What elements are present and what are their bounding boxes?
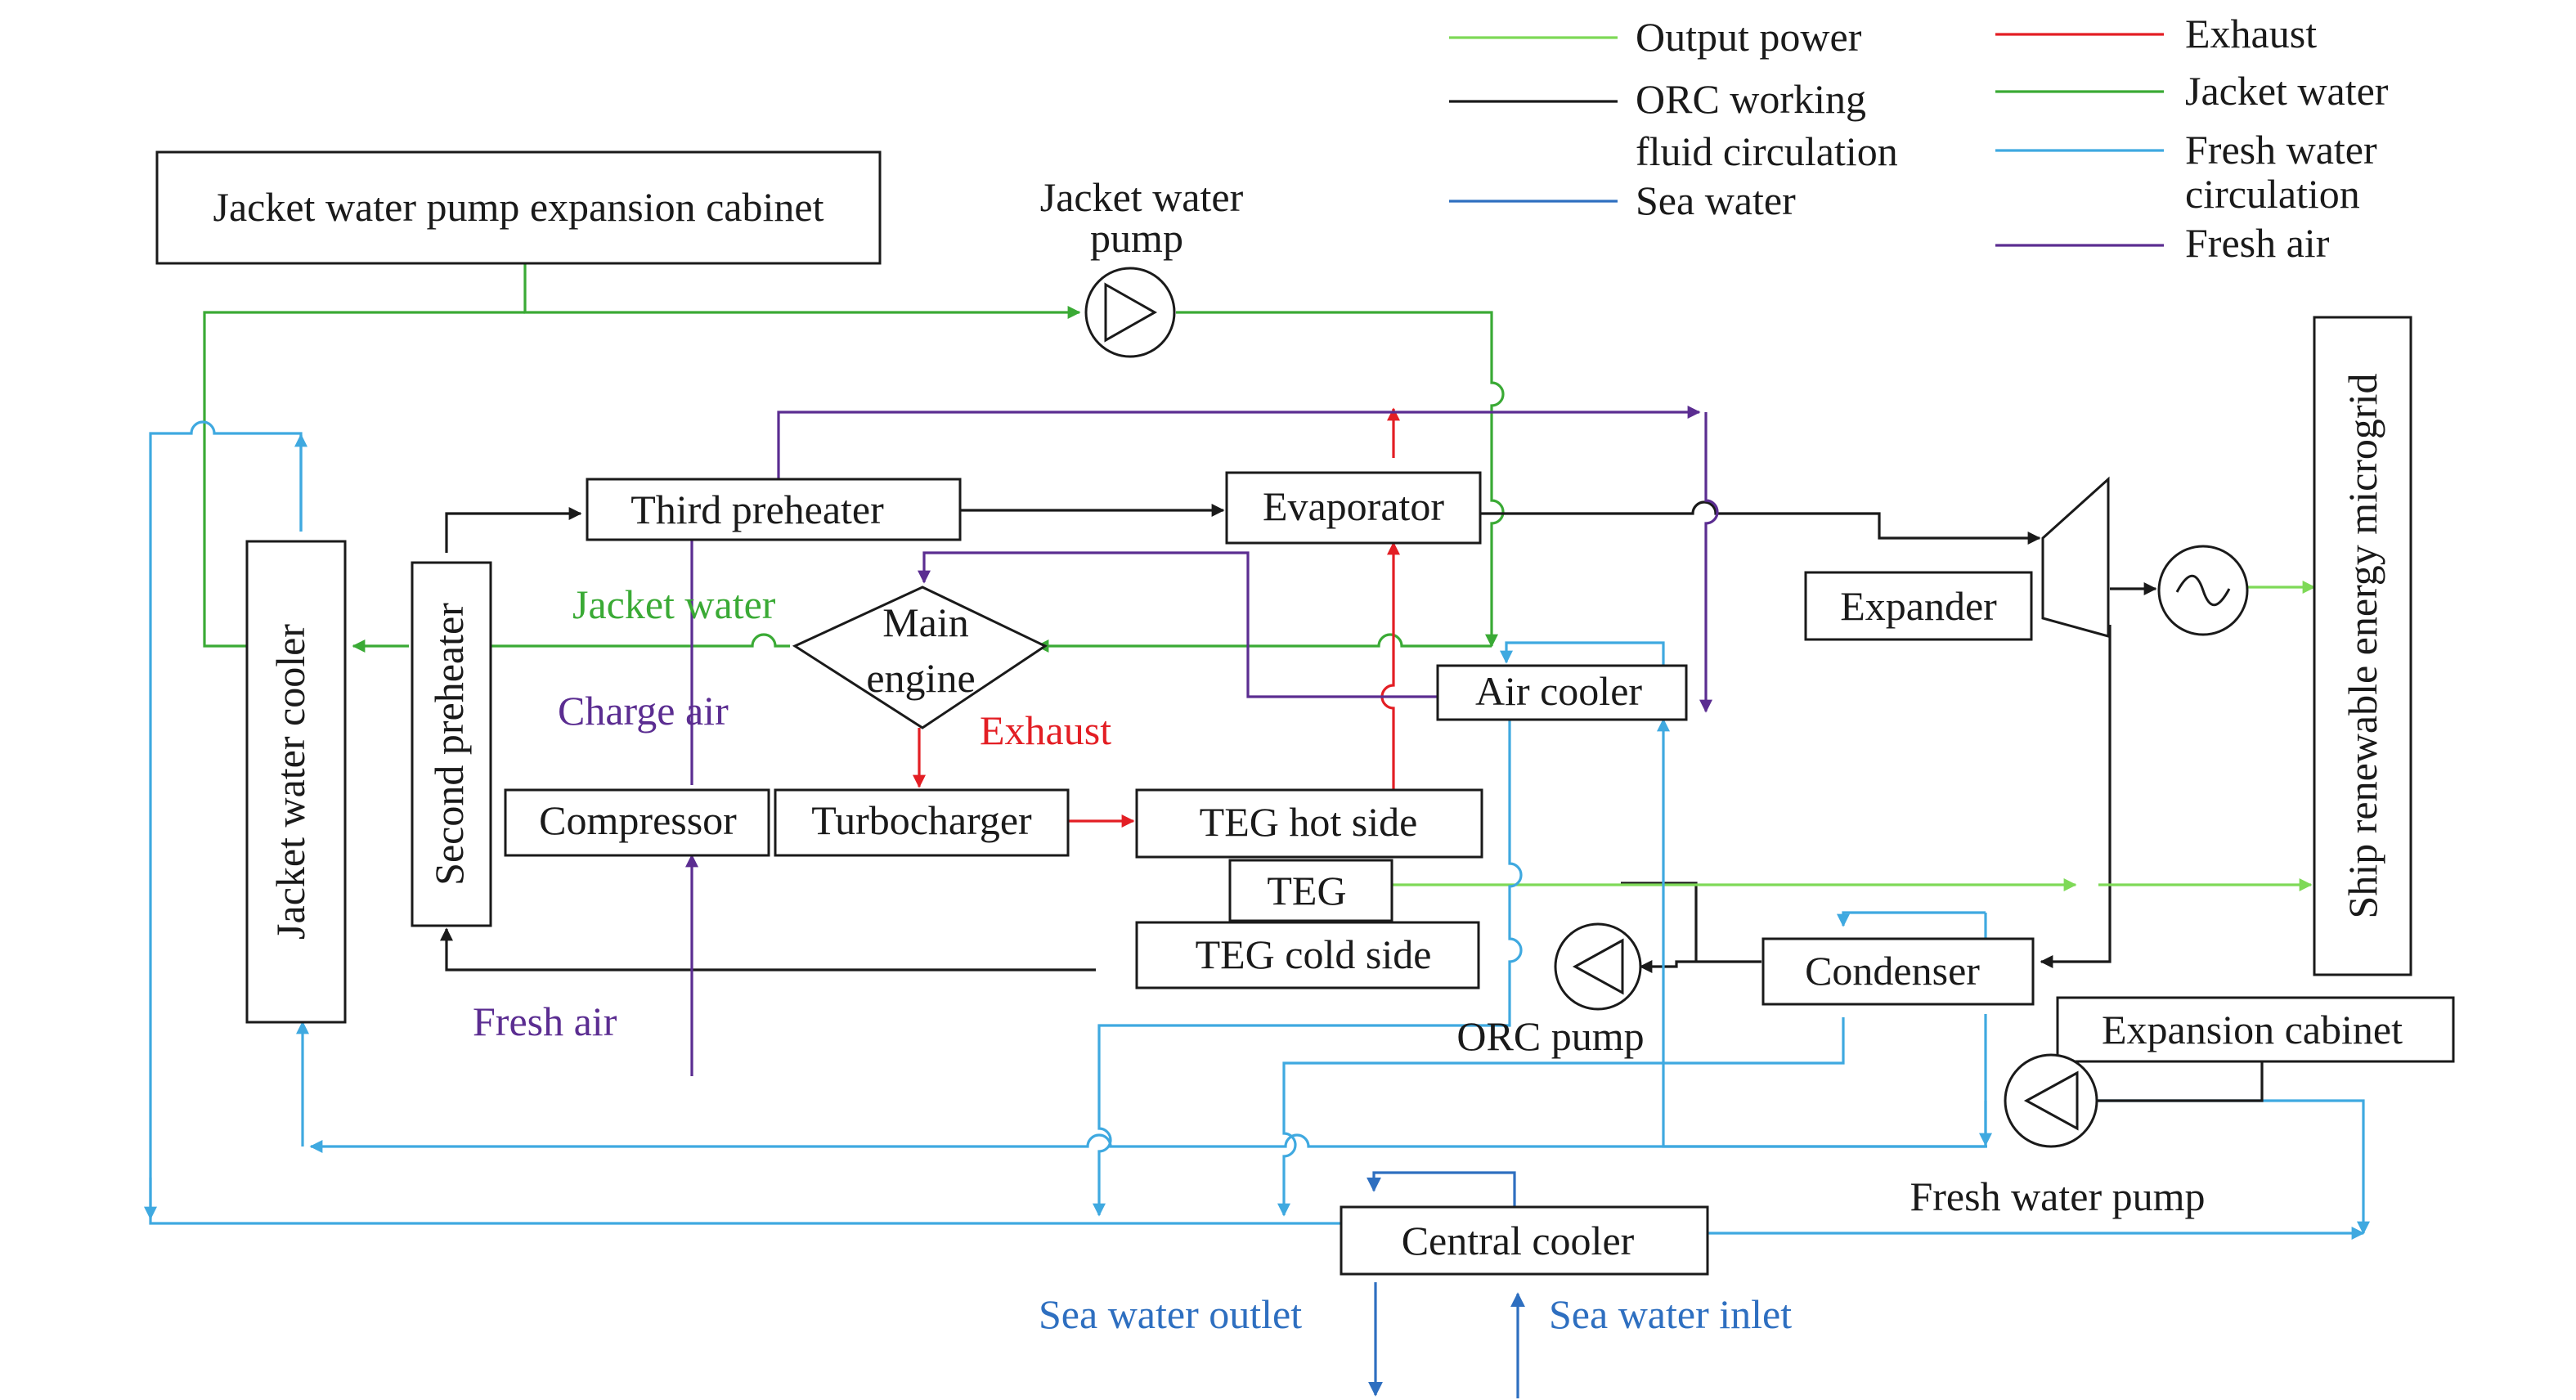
jacket-water-pipes: [203, 263, 1505, 653]
orc-pump-to-second-preheater: [440, 927, 1096, 971]
legend-orc-line1: ORC working: [1636, 76, 1866, 122]
legend-fresh-water-line1: Fresh water: [2185, 127, 2377, 173]
label-fresh-air: Fresh air: [473, 998, 617, 1044]
jw-pump-cabinet: Jacket water pump expansion cabinet: [155, 150, 882, 265]
label-charge-air: Charge air: [558, 688, 729, 734]
sea-water-pipes: [1367, 1171, 1525, 1398]
fw-return-to-jw-cooler: [309, 1133, 1986, 1153]
second-preheater-label: Second preheater: [426, 603, 472, 886]
central-cooler-label: Central cooler: [1402, 1218, 1635, 1263]
orc-evaporator-to-expander: [1480, 500, 2041, 545]
compressor-label: Compressor: [539, 797, 737, 843]
air-cooler-to-main-engine: [918, 551, 1438, 698]
orc-expander-to-condenser: [2040, 625, 2112, 968]
legend-orc-line2: fluid circulation: [1636, 128, 1898, 174]
legend-output-power: Output power: [1636, 14, 1862, 60]
orc-second-to-third-preheater: [445, 507, 582, 553]
teg-cold-side-label: TEG cold side: [1196, 931, 1432, 977]
condenser-label: Condenser: [1805, 948, 1980, 994]
evaporator: Evaporator: [1225, 471, 1482, 545]
orc-pump: ORC pump: [1456, 922, 1645, 1059]
air-down-to-air-cooler: [1699, 412, 1719, 713]
legend-fresh-water-line2: circulation: [2185, 171, 2360, 217]
central-cooler: Central cooler: [1340, 1205, 1709, 1276]
main-engine: Main engine: [792, 586, 1048, 729]
condenser: Condenser: [1761, 937, 2035, 1006]
third-preheater: Third preheater: [586, 478, 962, 541]
pump-icon: [1572, 938, 1624, 995]
jw-engine-to-second-preheater: [451, 633, 790, 653]
jw-pump: Jacket water pump: [1040, 174, 1244, 358]
orc-pump-label: ORC pump: [1456, 1013, 1644, 1059]
label-exhaust: Exhaust: [980, 707, 1111, 753]
teg-hot-side: TEG hot side: [1135, 788, 1483, 859]
expander: Expander: [1804, 476, 2110, 641]
turbocharger: Turbocharger: [774, 788, 1070, 857]
air-cooler: Air cooler: [1436, 664, 1688, 721]
teg-cold-side: TEG cold side: [1135, 921, 1480, 989]
pump-icon: [2023, 1070, 2079, 1131]
air-pipes: [685, 406, 1719, 1076]
jacket-water-cooler: Jacket water cooler: [245, 540, 347, 1024]
jw-pump-label-1: Jacket water: [1040, 174, 1244, 220]
air-cooler-label: Air cooler: [1475, 668, 1642, 714]
orc-condenser-to-pump: [1639, 960, 1761, 973]
jw-pump-label-2: pump: [1090, 215, 1183, 261]
fresh-water-pump-label: Fresh water pump: [1910, 1173, 2205, 1219]
legend-fresh-air: Fresh air: [2185, 220, 2330, 266]
pump-icon: [1104, 282, 1158, 343]
jw-to-main-engine: [1035, 633, 1492, 653]
exhaust-pipes: [913, 407, 1400, 828]
legend-jacket-water: Jacket water: [2185, 68, 2389, 114]
legend-sea-water: Sea water: [1636, 177, 1796, 223]
jw-cooler-label: Jacket water cooler: [267, 624, 313, 940]
sea-water-loop: [1367, 1171, 1516, 1207]
expansion-cabinet: Expansion cabinet: [2056, 996, 2455, 1102]
fw-pump-to-air-cooler: [1657, 718, 1987, 1148]
teg-hot-side-label: TEG hot side: [1200, 799, 1418, 845]
air-third-preheater-top: [777, 406, 1701, 491]
jw-pump-cabinet-label: Jacket water pump expansion cabinet: [213, 184, 824, 230]
expansion-cabinet-label: Expansion cabinet: [2102, 1007, 2403, 1052]
generator: [2157, 545, 2249, 636]
power-pipes: [1390, 581, 2316, 891]
label-sea-water-inlet: Sea water inlet: [1549, 1291, 1792, 1337]
legend: Output power ORC working fluid circulati…: [1449, 11, 2389, 266]
third-preheater-label: Third preheater: [631, 487, 884, 532]
jw-cabinet-to-pump: [523, 263, 1081, 319]
fw-condenser-to-central-cooler: [1277, 1017, 1845, 1217]
fw-air-cooler-to-central-cooler: [1093, 720, 1523, 1217]
teg: TEG: [1228, 859, 1393, 922]
evaporator-label: Evaporator: [1263, 483, 1444, 529]
fw-central-to-jw-cooler-loop: [149, 420, 1341, 1225]
jw-cooler-return: [203, 311, 525, 648]
label-jacket-water: Jacket water: [572, 581, 776, 627]
orc-condenser-branch: [1621, 882, 1698, 962]
label-sea-water-outlet: Sea water outlet: [1039, 1291, 1302, 1337]
expansion-cabinet-link: [2092, 1061, 2264, 1102]
main-engine-label-2: engine: [866, 655, 975, 701]
second-preheater: Second preheater: [411, 561, 492, 927]
fresh-water-pump: Fresh water pump: [1910, 1053, 2206, 1219]
exhaust-teg-to-evaporator: [1380, 541, 1400, 790]
orc-pipes: [440, 500, 2157, 973]
expander-label: Expander: [1840, 583, 1997, 629]
turbocharger-label: Turbocharger: [811, 797, 1032, 843]
ac-generator-icon: [2175, 574, 2231, 607]
microgrid: Ship renewable energy microgrid: [2313, 316, 2412, 976]
compressor: Compressor: [504, 788, 770, 857]
microgrid-label: Ship renewable energy microgrid: [2340, 374, 2385, 919]
teg-label: TEG: [1267, 868, 1346, 913]
legend-exhaust: Exhaust: [2185, 11, 2317, 56]
turbine-icon: [2041, 476, 2110, 638]
main-engine-label-1: Main: [882, 599, 969, 645]
jw-pump-to-air-cooler: [1176, 311, 1505, 648]
